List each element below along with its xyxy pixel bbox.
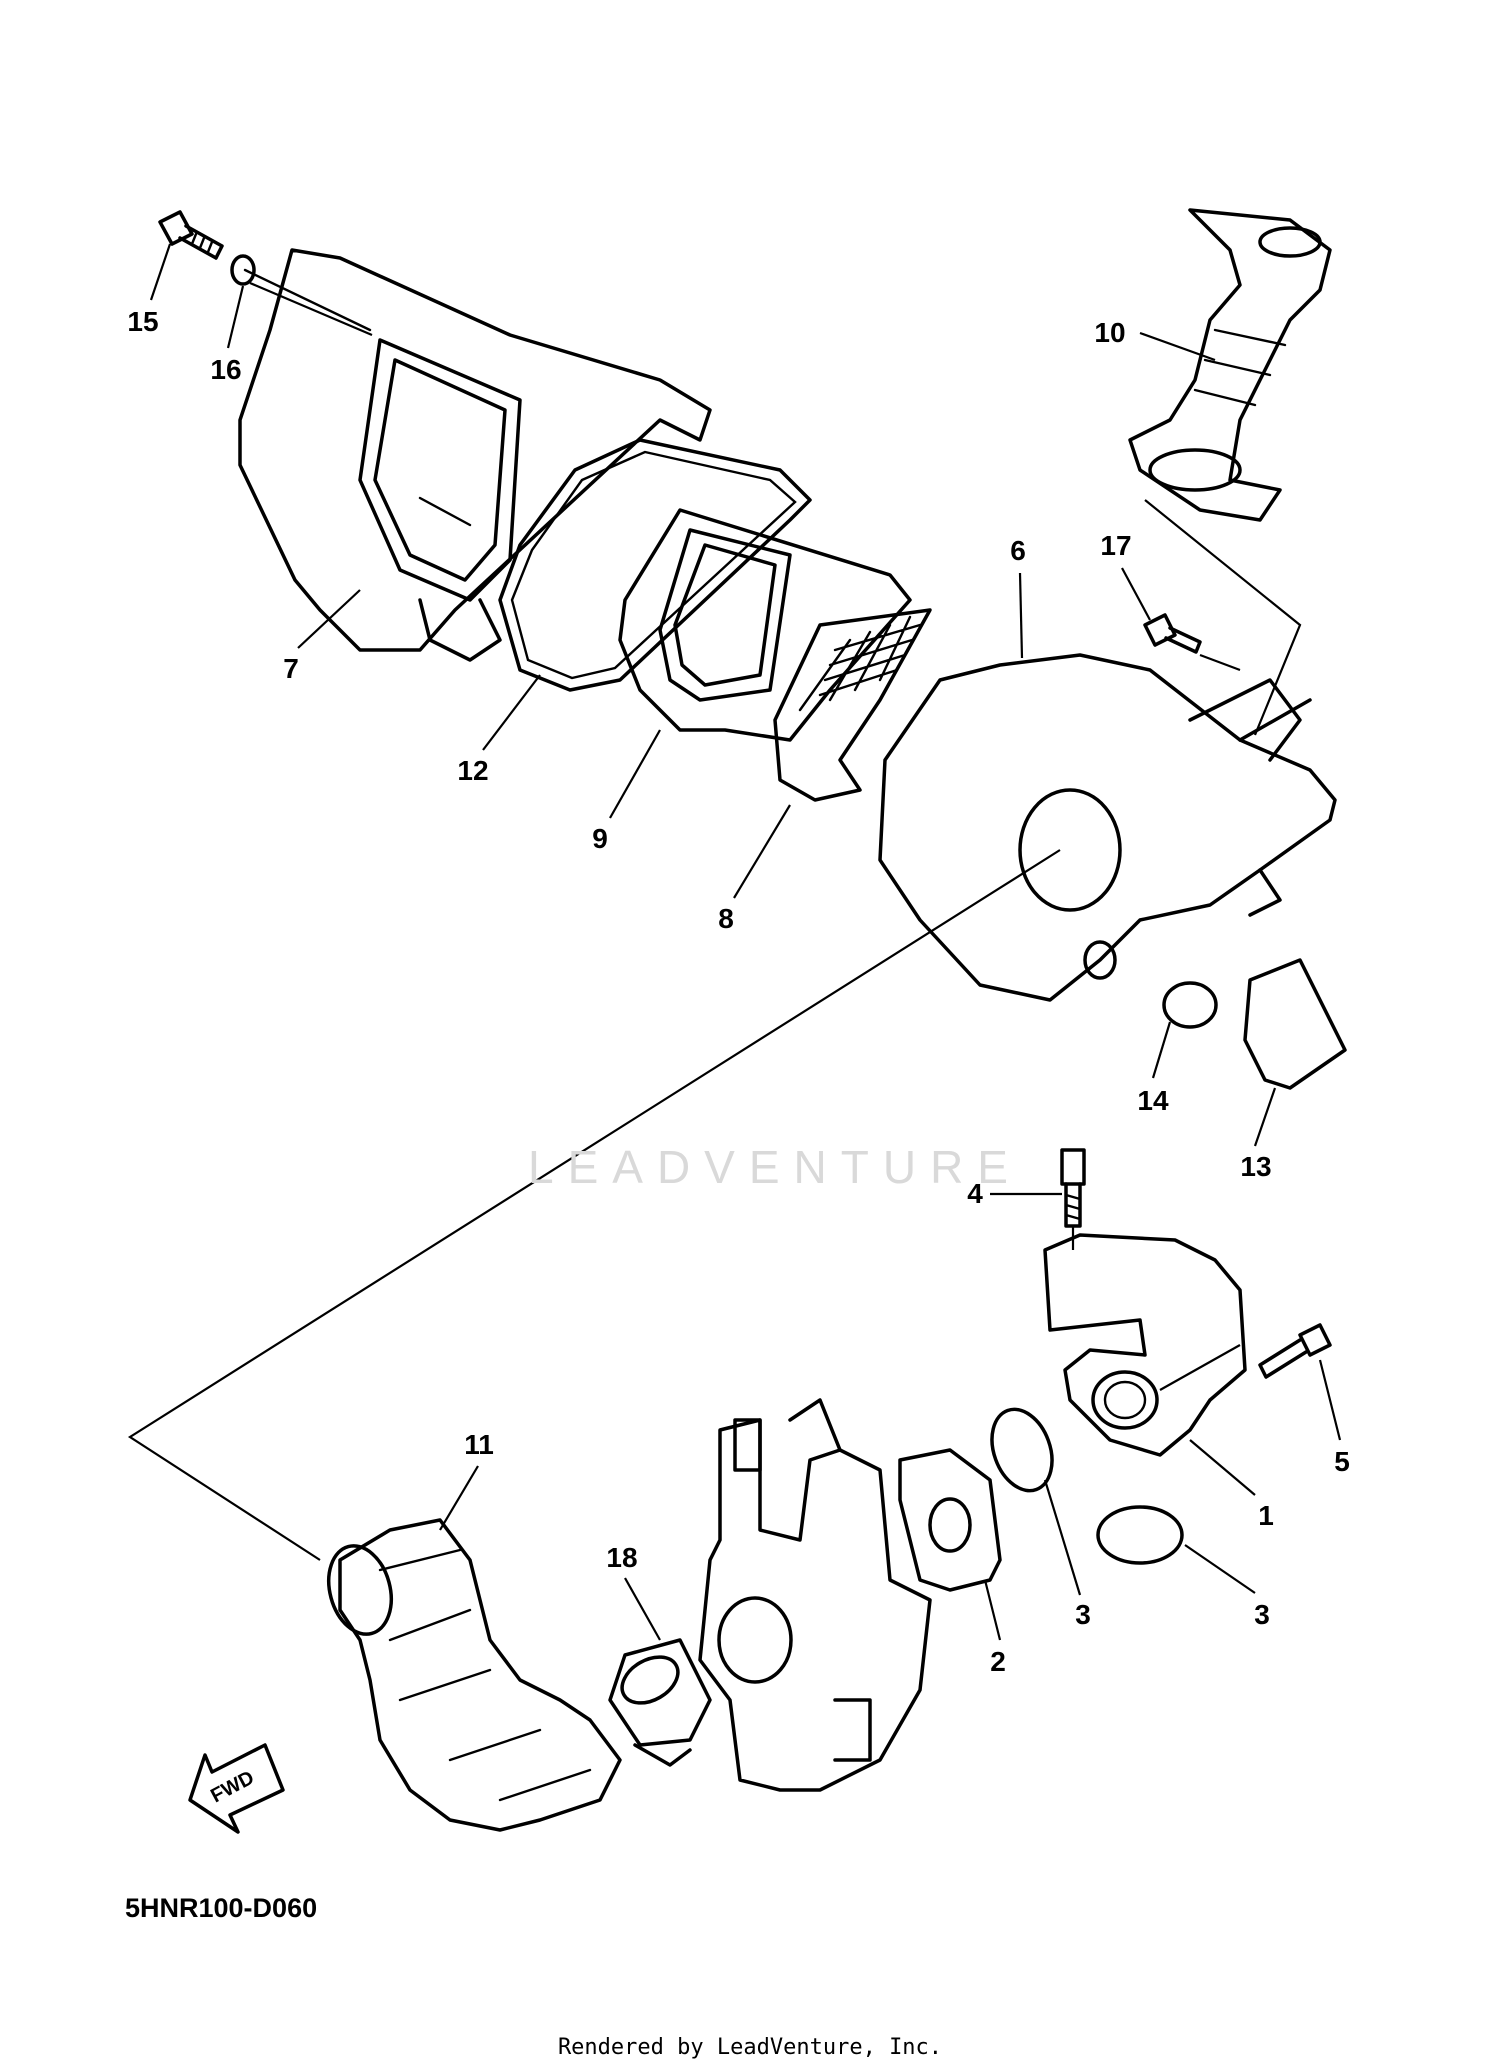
- callout-10[interactable]: 10: [1094, 317, 1126, 348]
- part-13-cap: [1243, 958, 1347, 1090]
- callout-4[interactable]: 4: [967, 1178, 983, 1209]
- footer-credit: Rendered by LeadVenture, Inc.: [557, 2035, 943, 2060]
- callout-6[interactable]: 6: [1010, 535, 1026, 566]
- callout-8[interactable]: 8: [718, 903, 734, 934]
- carburetor: [698, 1398, 932, 1792]
- part-8-filter: [773, 608, 932, 802]
- fwd-arrow-icon: [188, 1743, 285, 1834]
- callout-5[interactable]: 5: [1334, 1446, 1350, 1477]
- callout-11[interactable]: 11: [464, 1429, 494, 1460]
- callout-13[interactable]: 13: [1240, 1151, 1272, 1182]
- callout-15[interactable]: 15: [127, 306, 159, 337]
- part-3-oring-b: [1096, 1505, 1184, 1565]
- callout-17[interactable]: 17: [1100, 530, 1132, 561]
- callout-1[interactable]: 1: [1258, 1500, 1274, 1531]
- part-18-clamp: [608, 1638, 712, 1767]
- callout-18[interactable]: 18: [606, 1542, 638, 1573]
- callout-16[interactable]: 16: [210, 354, 242, 385]
- leader-lines: [127, 243, 1342, 1641]
- callout-14[interactable]: 14: [1137, 1085, 1169, 1116]
- callout-7[interactable]: 7: [283, 653, 299, 684]
- part-6-case: [878, 653, 1337, 1002]
- part-7-cover: [238, 248, 712, 662]
- part-14-clamp: [1162, 981, 1218, 1029]
- callout-9[interactable]: 9: [592, 823, 608, 854]
- diagram-code: 5HNR100-D060: [125, 1893, 318, 1923]
- callout-3[interactable]: 3: [1254, 1599, 1270, 1630]
- callout-12[interactable]: 12: [457, 755, 489, 786]
- part-16-washer: [230, 254, 256, 286]
- part-2-gasket: [898, 1448, 1002, 1592]
- callout-3[interactable]: 3: [1075, 1599, 1091, 1630]
- part-15-bolt: [158, 210, 224, 260]
- part-5-bolt: [1258, 1323, 1332, 1379]
- callout-2[interactable]: 2: [990, 1646, 1006, 1677]
- part-17-screw: [1143, 613, 1202, 654]
- part-4-bolt: [1060, 1148, 1086, 1228]
- part-10-joint: [1128, 208, 1332, 522]
- part-12-gasket: [498, 438, 812, 692]
- part-9-holder: [618, 508, 912, 742]
- part-11-tube: [327, 1518, 622, 1832]
- watermark-text: LEADVENTURE: [528, 1141, 1022, 1193]
- part-1-manifold: [1043, 1233, 1247, 1457]
- part-3-oring-a: [990, 1407, 1054, 1493]
